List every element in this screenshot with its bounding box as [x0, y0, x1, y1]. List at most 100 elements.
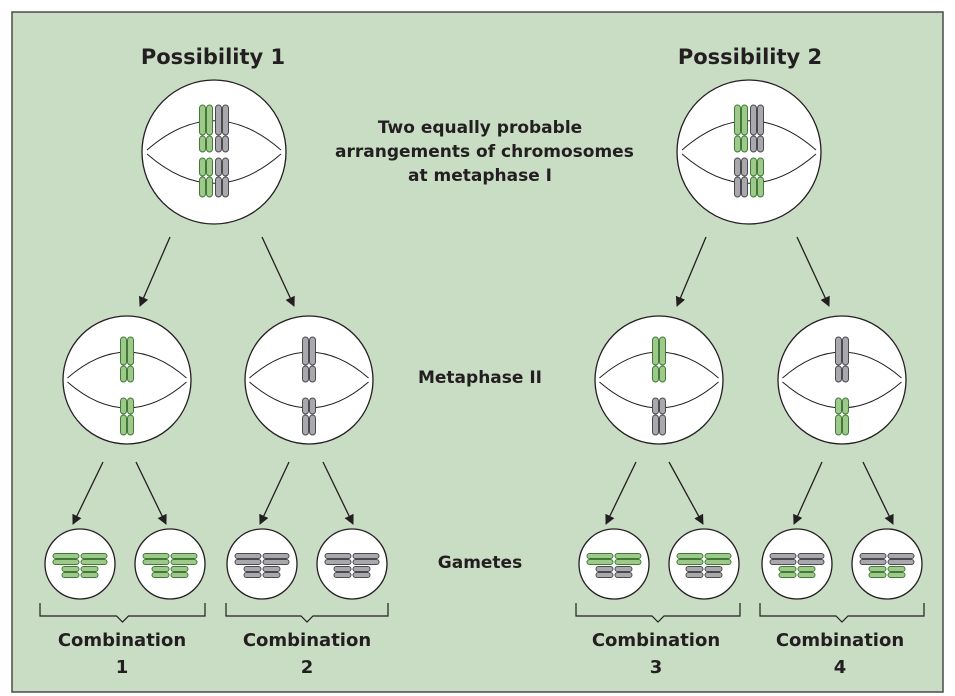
- chromosome-long-upper: [835, 336, 849, 366]
- chromatid: [750, 104, 757, 136]
- chromatid: [868, 572, 887, 578]
- chromatid: [302, 336, 309, 366]
- chromosome-short-left: [685, 566, 704, 578]
- chromosome-long-lower: [835, 365, 849, 383]
- chromatid: [206, 104, 213, 136]
- chromosome-long-left: [769, 553, 797, 565]
- chromatid: [120, 365, 127, 383]
- chromatid: [614, 566, 633, 572]
- bracket-combination-2: [225, 603, 389, 623]
- chromatid: [659, 336, 666, 366]
- chromosome-long-left: [324, 553, 352, 565]
- gamete-membrane: [761, 528, 833, 600]
- chromatid: [170, 572, 189, 578]
- chromosome-short-right: [704, 566, 723, 578]
- chromatid: [52, 553, 80, 559]
- chromatid: [652, 336, 659, 366]
- chromatid: [842, 397, 849, 415]
- chromatid: [614, 553, 642, 559]
- chromosome-bottom-right: [215, 157, 229, 177]
- arrow-mi2-to-mii4: [796, 236, 830, 307]
- chromosome-short-upper: [835, 397, 849, 415]
- chromatid: [659, 365, 666, 383]
- chromosome-long-right: [262, 553, 290, 565]
- chromatid: [797, 553, 825, 559]
- arrow-mi1-to-mii2: [261, 236, 295, 307]
- chromosome-long-right: [887, 553, 915, 565]
- chromosome-long-lower: [652, 365, 666, 383]
- chromosome-bottom-right: [750, 157, 764, 177]
- chromatid: [80, 559, 108, 565]
- chromosome-top-right-arm: [215, 135, 229, 153]
- chromatid: [80, 553, 108, 559]
- chromosome-long-lower: [302, 365, 316, 383]
- combination-2-number: 2: [300, 657, 314, 678]
- combination-1-number: 1: [115, 657, 129, 678]
- chromatid: [652, 414, 659, 436]
- chromosome-short-upper: [652, 397, 666, 415]
- chromatid: [685, 572, 704, 578]
- chromosome-top-left-arm: [734, 135, 748, 153]
- chromatid: [151, 572, 170, 578]
- chromatid: [352, 572, 371, 578]
- chromatid: [243, 572, 262, 578]
- chromosome-short-lower: [120, 414, 134, 436]
- possibility-1-title: Possibility 1: [140, 45, 286, 69]
- arrow-mi2-to-mii3: [675, 236, 707, 307]
- combination-3-label: Combination 3: [571, 627, 741, 681]
- chromatid: [80, 572, 99, 578]
- gametes-label: Gametes: [437, 553, 523, 573]
- chromosome-short-lower: [835, 414, 849, 436]
- chromatid: [741, 104, 748, 136]
- chromosome-long-right: [80, 553, 108, 565]
- chromatid: [734, 157, 741, 177]
- chromatid: [234, 553, 262, 559]
- chromatid: [61, 572, 80, 578]
- chromatid: [52, 559, 80, 565]
- metaphase-ii-cell-1: [62, 315, 192, 445]
- chromatid: [797, 566, 816, 572]
- chromosome-short-left: [151, 566, 170, 578]
- chromatid: [868, 566, 887, 572]
- chromatid: [206, 157, 213, 177]
- bracket-combination-1: [39, 603, 206, 623]
- metaphase-i-cell-possibility-2: [676, 79, 822, 225]
- chromatid: [262, 553, 290, 559]
- chromosome-bottom-right-arm: [750, 176, 764, 198]
- chromatid: [302, 414, 309, 436]
- chromatid: [842, 414, 849, 436]
- chromatid: [586, 559, 614, 565]
- spindle-fiber: [146, 153, 282, 184]
- chromosome-short-left: [243, 566, 262, 578]
- combination-2-label: Combination 2: [222, 627, 392, 681]
- chromatid: [352, 559, 380, 565]
- chromatid: [704, 566, 723, 572]
- chromatid: [215, 176, 222, 198]
- bracket-combination-4: [759, 603, 925, 623]
- gamete-1: [44, 528, 116, 600]
- chromatid: [704, 553, 732, 559]
- chromosome-short-right: [614, 566, 633, 578]
- metaphase-i-cell-possibility-1: [141, 79, 287, 225]
- chromosome-bottom-left-arm: [199, 176, 213, 198]
- chromatid: [769, 559, 797, 565]
- chromosome-top-left: [734, 104, 748, 136]
- gamete-8: [851, 528, 923, 600]
- combination-3-text: Combination: [591, 630, 721, 651]
- spindle-fiber: [146, 120, 282, 151]
- chromatid: [222, 176, 229, 198]
- chromatid: [757, 176, 764, 198]
- chromatid: [750, 135, 757, 153]
- chromatid: [797, 572, 816, 578]
- chromatid: [127, 336, 134, 366]
- gamete-3: [226, 528, 298, 600]
- chromatid: [352, 553, 380, 559]
- chromatid: [120, 397, 127, 415]
- chromatid: [302, 397, 309, 415]
- chromatid: [151, 566, 170, 572]
- arrow-to-gamete-8: [862, 461, 894, 525]
- chromatid: [309, 414, 316, 436]
- chromosome-short-upper: [302, 397, 316, 415]
- chromatid: [769, 553, 797, 559]
- chromosome-top-left-arm: [199, 135, 213, 153]
